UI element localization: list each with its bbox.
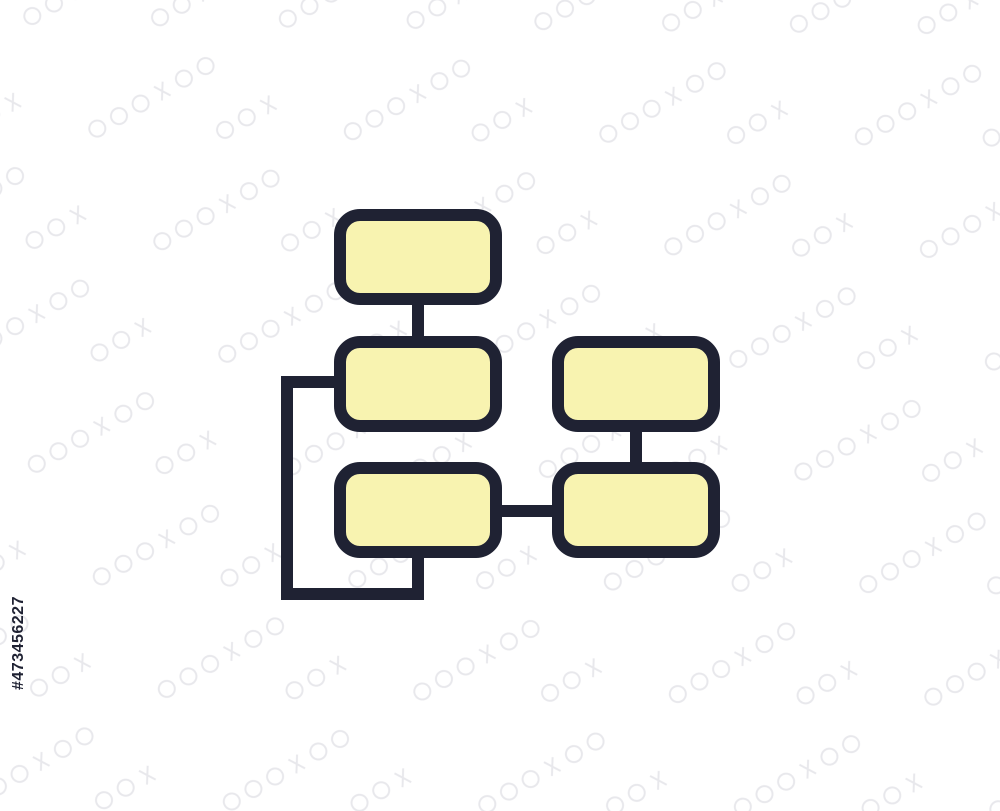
box-bottom-left: [334, 462, 502, 558]
box-top-left: [334, 209, 502, 305]
flowchart-boxes: [334, 209, 720, 558]
stock-id-label: #473456227: [10, 596, 27, 690]
connector-left-loop: [281, 376, 424, 600]
connector-lines: [281, 294, 642, 600]
box-middle-left: [334, 336, 502, 432]
box-bottom-right: [552, 462, 720, 558]
box-middle-right: [552, 336, 720, 432]
